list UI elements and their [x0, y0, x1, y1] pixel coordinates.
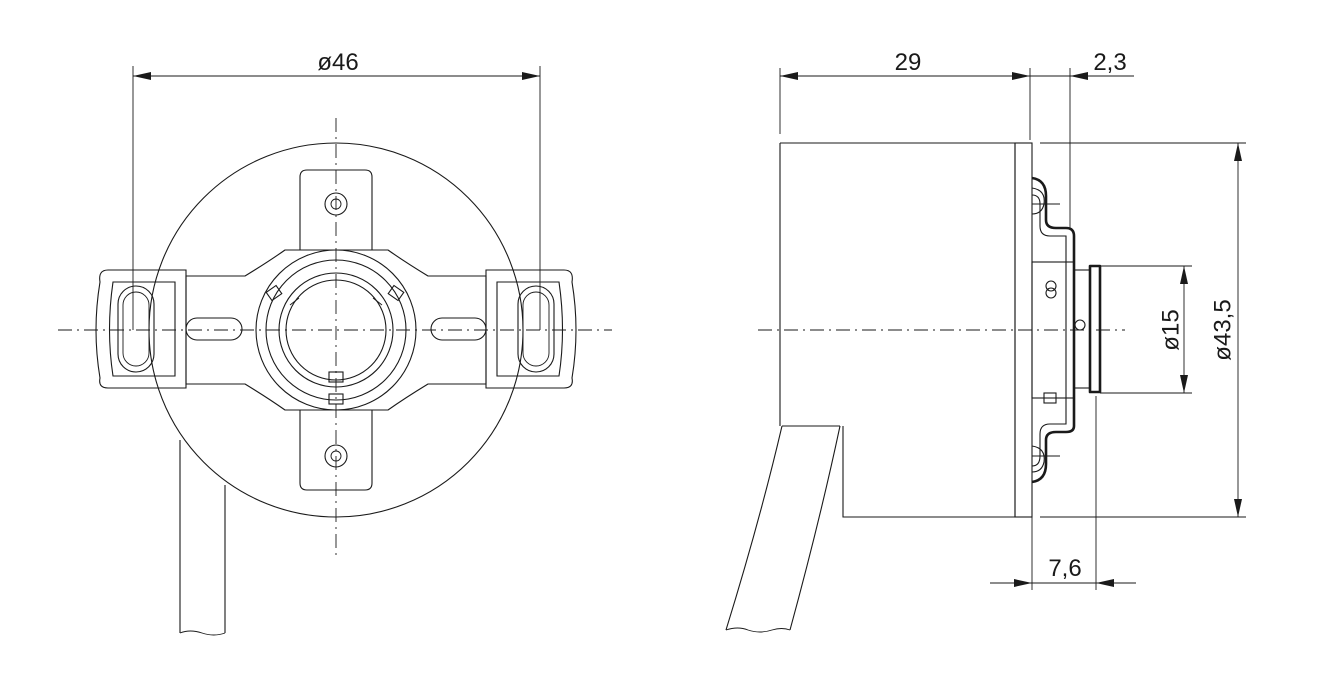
bottom-lug: [299, 410, 373, 491]
top-lug: [299, 169, 373, 250]
dim-label-housing-diameter: ø43,5: [1209, 299, 1236, 360]
dim-flange-thickness: 2,3: [1030, 49, 1134, 230]
side-view: 29 2,3: [725, 49, 1246, 633]
front-view: ø46: [58, 49, 612, 636]
dim-front-outer-diameter: ø46: [132, 49, 541, 330]
dim-shaft-diameter: ø15: [1100, 265, 1192, 394]
right-slotted-tab: [485, 269, 577, 389]
dim-label-shaft-diameter: ø15: [1157, 309, 1184, 350]
side-clamp-profile: [1031, 176, 1102, 484]
side-cable: [725, 425, 841, 633]
dim-label-bottom-offset: 7,6: [1048, 555, 1081, 582]
left-slotted-tab: [95, 269, 187, 389]
dim-bottom-offset: 7,6: [990, 396, 1136, 590]
dim-label-side-length: 29: [895, 49, 922, 76]
dim-housing-diameter: ø43,5: [1040, 142, 1246, 518]
dim-label-front-outer-diameter: ø46: [317, 49, 358, 76]
dim-side-length: 29: [779, 49, 1031, 140]
dim-label-flange-thickness: 2,3: [1093, 49, 1126, 76]
front-hub: [255, 249, 417, 411]
front-cable: [179, 440, 226, 636]
